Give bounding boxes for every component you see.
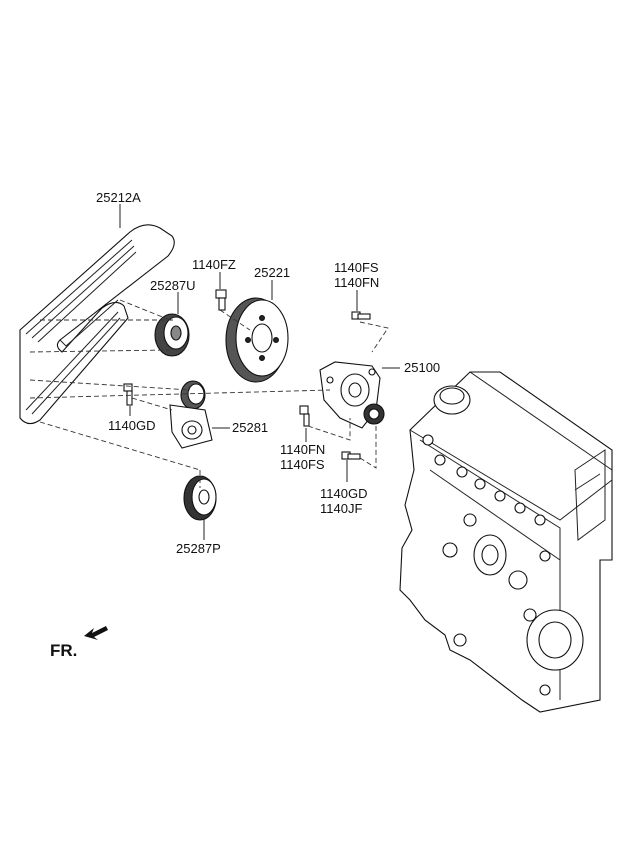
engine-block [399,371,613,713]
pump-pulley [225,297,289,383]
bolt-1140gd-right [341,451,361,460]
bolt-1140fs-top [351,311,371,320]
label-25287p: 25287P [176,541,221,556]
label-25287u: 25287U [150,278,196,293]
assembly-lines [29,299,389,488]
label-1140fs-mid: 1140FS [280,457,325,472]
label-front: FR. [50,641,77,660]
label-1140gd-right: 1140GD [320,486,367,501]
front-arrow-icon [84,626,108,640]
bolt-1140fn-mid [299,405,310,427]
label-25221: 25221 [254,265,290,280]
tensioner [169,380,213,449]
label-1140fn-top: 1140FN [334,275,379,290]
idler-pulley-upper [154,313,190,357]
drive-belt [19,224,175,425]
bolt-1140fz [215,289,227,311]
water-pump [319,361,385,429]
label-1140jf: 1140JF [320,501,362,516]
engine-bolt-holes [422,434,551,696]
label-1140fs-top: 1140FS [334,260,379,275]
label-25212a: 25212A [96,190,141,205]
label-1140fz: 1140FZ [192,257,236,272]
label-25281: 25281 [232,420,268,435]
label-25100: 25100 [404,360,440,375]
bolt-1140gd-left [123,383,133,406]
idler-pulley-lower [183,475,217,521]
label-1140gd-left: 1140GD [108,418,155,433]
label-1140fn-mid: 1140FN [280,442,325,457]
